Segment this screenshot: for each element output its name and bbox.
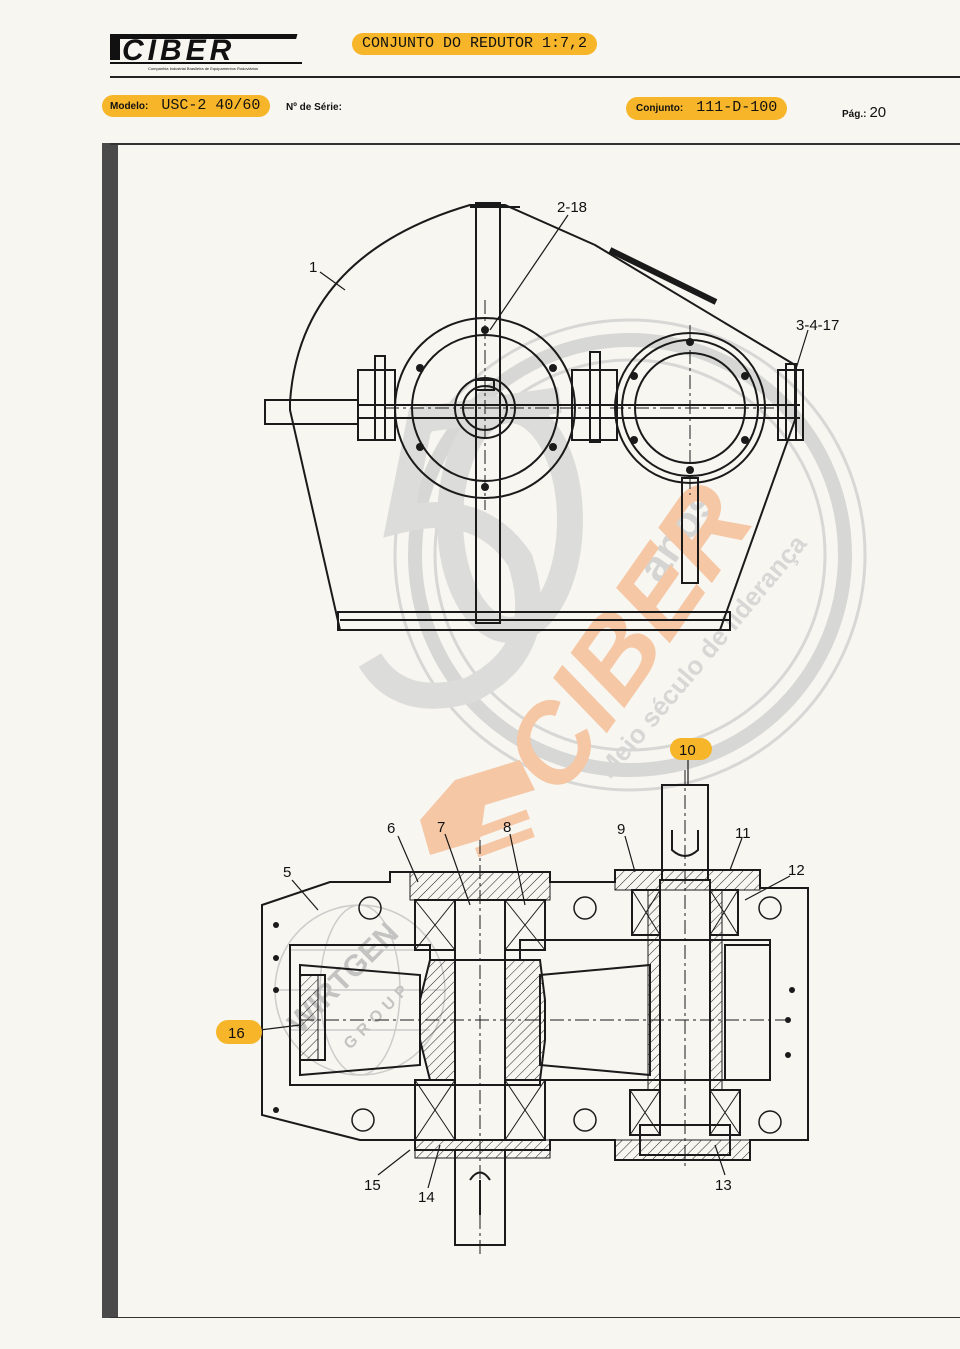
callout-12: 12	[788, 862, 805, 879]
modelo-label: Modelo:	[110, 101, 149, 112]
callout-9: 9	[617, 821, 625, 838]
callout-6: 6	[387, 820, 395, 837]
center-lines-top	[385, 300, 775, 510]
bearing-crosses	[414, 889, 741, 1141]
brand-subtitle: Companhia Industrial Brasileira de Equip…	[148, 66, 258, 71]
callout-16-highlight	[216, 1020, 262, 1044]
center-lines-plan	[300, 770, 790, 1255]
conjunto-label: Conjunto:	[636, 103, 684, 114]
header-rule	[110, 76, 960, 78]
frame-shadow	[102, 143, 118, 1318]
watermark-rings	[393, 318, 867, 792]
watermark-fifty	[358, 387, 583, 709]
callout-1: 1	[309, 259, 317, 276]
callout-14: 14	[418, 1189, 435, 1206]
plan-dots	[273, 922, 795, 1113]
pag-label: Pág.:	[842, 109, 867, 120]
callout-7: 7	[437, 819, 445, 836]
callout-3-4-17: 3-4-17	[796, 317, 839, 334]
page-number: Pág.:20	[842, 104, 886, 121]
watermark-c-mark	[420, 760, 535, 858]
callout-11: 11	[735, 825, 751, 842]
bolt-circles-plan	[351, 896, 782, 1134]
brand-text: CIBER	[122, 34, 235, 67]
serie-label: Nº de Série:	[286, 102, 342, 113]
callout-13: 13	[715, 1177, 732, 1194]
callout-10-highlight	[670, 738, 712, 760]
ciber-logo: CIBER Companhia Industrial Brasileira de…	[110, 32, 305, 72]
drawing-frame	[110, 143, 960, 1318]
callout-8: 8	[503, 819, 511, 836]
pag-value: 20	[869, 104, 887, 121]
callout-16: 16	[228, 1025, 245, 1042]
modelo-value: USC-2 40/60	[161, 97, 261, 114]
hatched-areas	[299, 869, 761, 1161]
watermark: anos CIBER Meio século de liderança WIRT…	[274, 318, 867, 1076]
callout-10: 10	[679, 742, 696, 759]
bolt-holes-top	[416, 326, 749, 491]
callout-15: 15	[364, 1177, 381, 1194]
conjunto-value: 111-D-100	[696, 99, 778, 116]
page-title: CONJUNTO DO REDUTOR 1:7,2	[352, 33, 598, 55]
conjunto-field: Conjunto: 111-D-100	[626, 97, 788, 120]
callout-5: 5	[283, 864, 291, 881]
callout-leaders	[259, 214, 809, 1189]
callout-2-18: 2-18	[557, 199, 587, 216]
modelo-field: Modelo: USC-2 40/60	[102, 95, 271, 117]
